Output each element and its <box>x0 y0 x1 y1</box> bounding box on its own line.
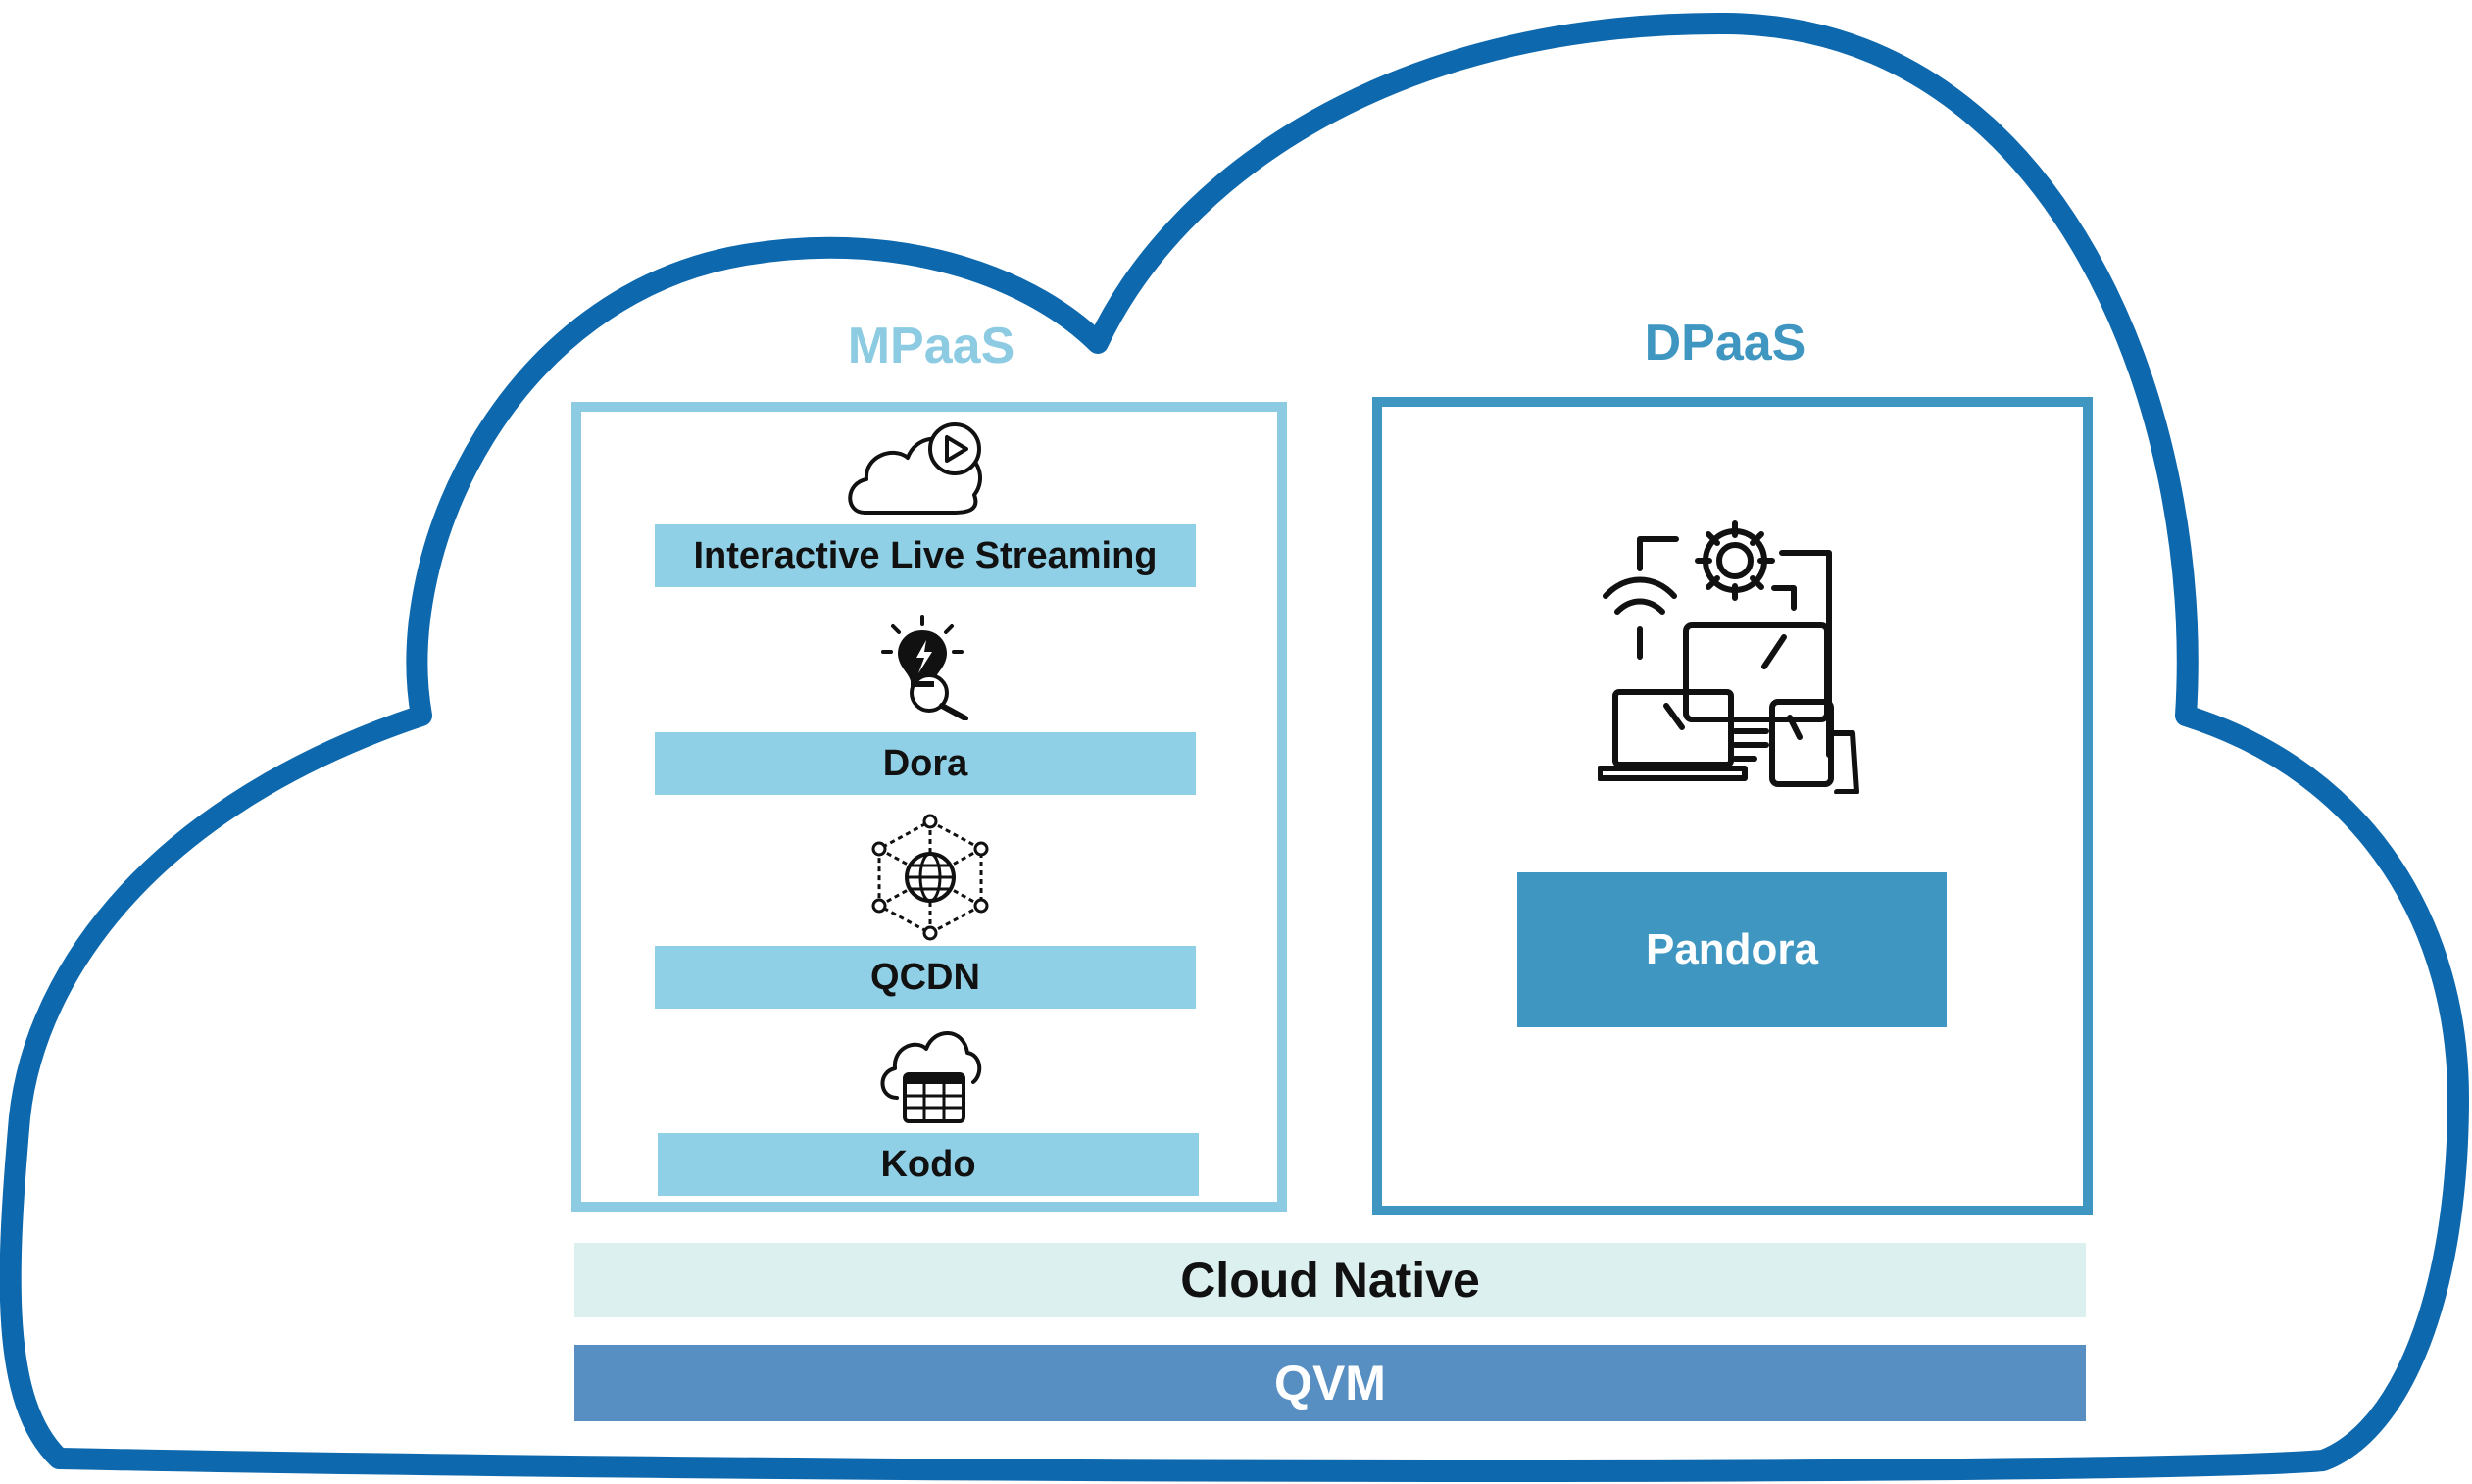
dpaas-title: DPaaS <box>1644 315 1806 371</box>
lightbulb-search-icon <box>875 613 983 720</box>
dora-label: Dora <box>655 732 1196 795</box>
interactive-live-streaming-label: Interactive Live Streaming <box>655 524 1196 587</box>
qcdn-label: QCDN <box>655 946 1196 1009</box>
mpaas-panel <box>571 402 1287 1212</box>
pandora-label: Pandora <box>1517 872 1947 1027</box>
mpaas-title: MPaaS <box>847 318 1015 374</box>
globe-network-icon <box>866 814 994 941</box>
cloud-play-icon <box>845 417 992 519</box>
kodo-label: Kodo <box>658 1133 1199 1196</box>
qvm-layer: QVM <box>574 1345 2086 1421</box>
cloud-native-layer: Cloud Native <box>574 1243 2086 1317</box>
dpaas-panel <box>1372 397 2093 1215</box>
cloud-storage-icon <box>875 1019 983 1127</box>
connected-devices-icon <box>1598 510 1872 794</box>
